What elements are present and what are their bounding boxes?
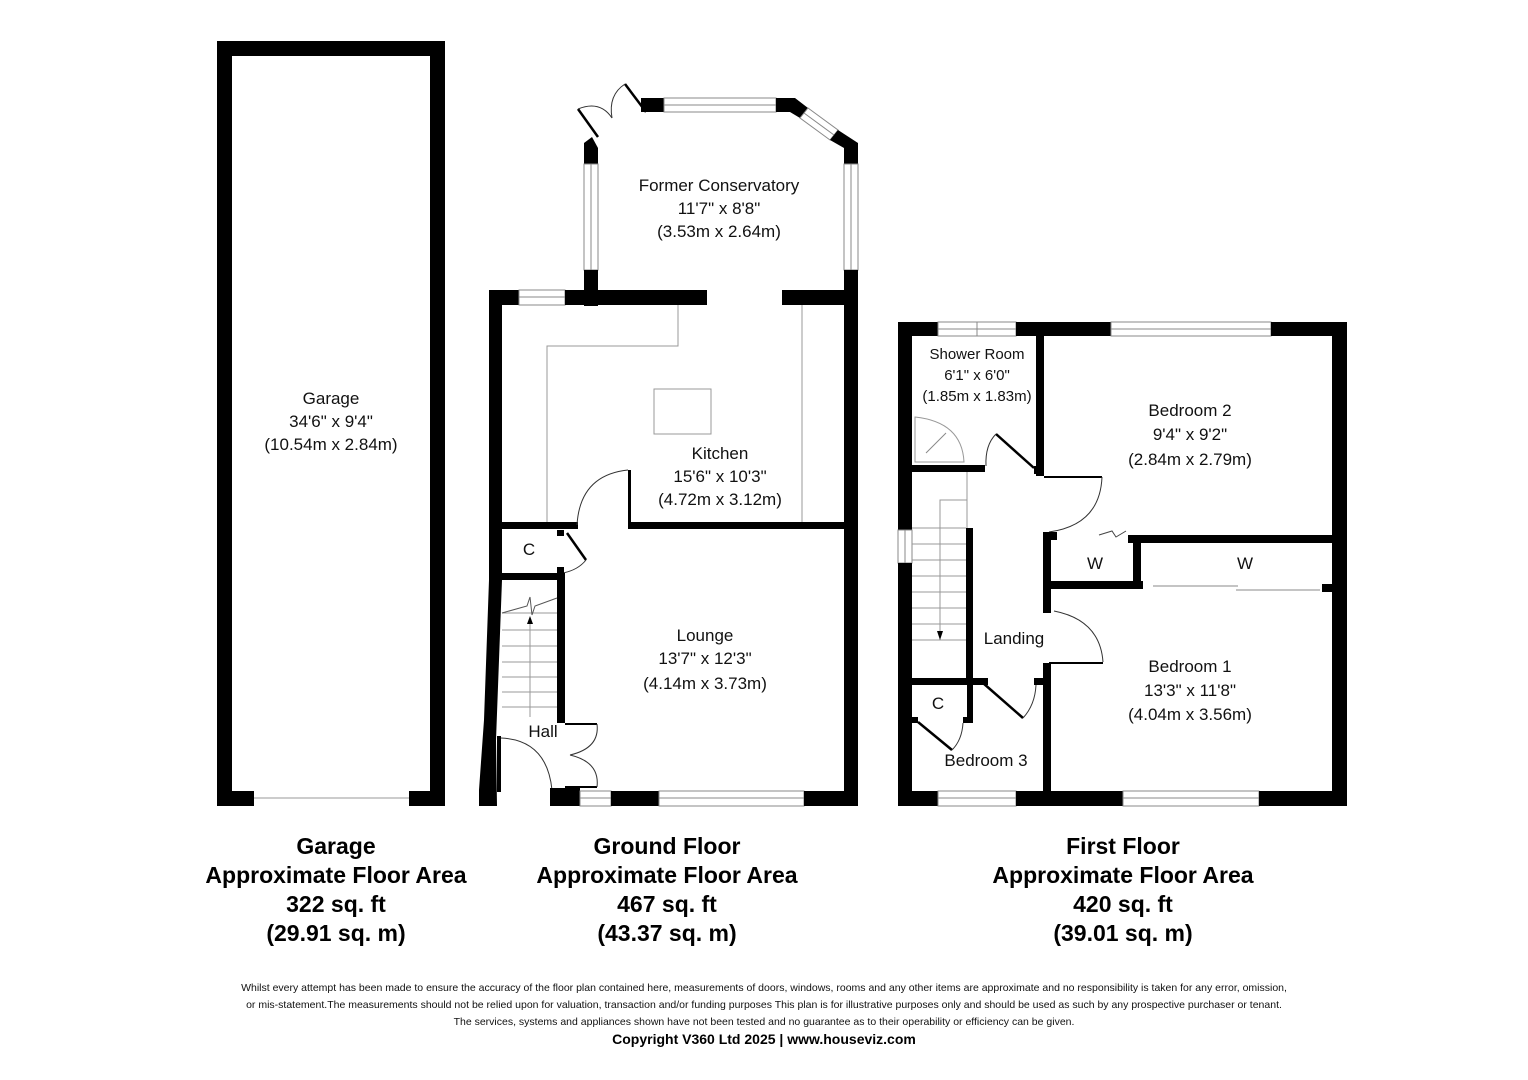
garage-plan: Garage 34'6" x 9'4" (10.54m x 2.84m) — [217, 41, 445, 806]
summary-sqm: (43.37 sq. m) — [597, 920, 737, 946]
first-floor-area-summary: First Floor Approximate Floor Area 420 s… — [963, 832, 1283, 948]
disclaimer-line-3: The services, systems and appliances sho… — [453, 1016, 1075, 1028]
room-label-landing: Landing — [984, 629, 1045, 648]
room-dim-metric-conservatory: (3.53m x 2.64m) — [657, 222, 781, 241]
summary-title: First Floor — [1066, 833, 1180, 859]
room-dim-imperial-bedroom-2: 9'4" x 9'2" — [1153, 425, 1227, 444]
room-label-cupboard-first-floor: C — [932, 694, 944, 713]
room-label-lounge: Lounge — [677, 626, 734, 645]
summary-title: Garage — [296, 833, 376, 859]
room-dim-imperial-bedroom-1: 13'3" x 11'8" — [1144, 681, 1236, 700]
summary-subtitle: Approximate Floor Area — [205, 862, 467, 888]
room-dim-metric-bedroom-2: (2.84m x 2.79m) — [1128, 450, 1252, 469]
summary-sqft: 322 sq. ft — [286, 891, 386, 917]
room-label-kitchen: Kitchen — [692, 444, 749, 463]
room-label-bedroom-3: Bedroom 3 — [944, 751, 1027, 770]
room-label-bedroom-1: Bedroom 1 — [1148, 657, 1231, 676]
summary-subtitle: Approximate Floor Area — [992, 862, 1254, 888]
summary-sqft: 420 sq. ft — [1073, 891, 1173, 917]
room-label-hall: Hall — [528, 722, 557, 741]
room-label-shower-room: Shower Room — [929, 346, 1024, 363]
room-dim-metric-garage: (10.54m x 2.84m) — [264, 435, 397, 454]
room-label-garage: Garage — [303, 389, 360, 408]
room-label-cupboard: C — [523, 540, 535, 559]
room-dim-metric-lounge: (4.14m x 3.73m) — [643, 674, 767, 693]
room-label-wardrobe-1: W — [1087, 554, 1103, 573]
disclaimer: Whilst every attempt has been made to en… — [0, 980, 1528, 1031]
room-dim-imperial-garage: 34'6" x 9'4" — [289, 412, 373, 431]
ground-floor-plan: Former Conservatory 11'7" x 8'8" (3.53m … — [479, 83, 859, 807]
room-label-bedroom-2: Bedroom 2 — [1148, 401, 1231, 420]
room-dim-metric-shower-room: (1.85m x 1.83m) — [922, 388, 1031, 405]
copyright: Copyright V360 Ltd 2025 | www.houseviz.c… — [612, 1031, 916, 1047]
summary-subtitle: Approximate Floor Area — [536, 862, 798, 888]
summary-sqft: 467 sq. ft — [617, 891, 717, 917]
ground-floor-area-summary: Ground Floor Approximate Floor Area 467 … — [507, 832, 827, 948]
room-dim-imperial-shower-room: 6'1" x 6'0" — [944, 367, 1010, 384]
room-label-wardrobe-2: W — [1237, 554, 1253, 573]
room-dim-metric-bedroom-1: (4.04m x 3.56m) — [1128, 705, 1252, 724]
room-dim-metric-kitchen: (4.72m x 3.12m) — [658, 490, 782, 509]
disclaimer-line-1: Whilst every attempt has been made to en… — [241, 982, 1287, 994]
room-dim-imperial-kitchen: 15'6" x 10'3" — [673, 467, 766, 486]
disclaimer-line-2: or mis-statement.The measurements should… — [246, 999, 1282, 1011]
room-dim-imperial-conservatory: 11'7" x 8'8" — [678, 199, 761, 218]
summary-title: Ground Floor — [593, 833, 741, 859]
garage-area-summary: Garage Approximate Floor Area 322 sq. ft… — [176, 832, 496, 948]
room-label-former-conservatory: Former Conservatory — [639, 176, 800, 195]
summary-sqm: (29.91 sq. m) — [266, 920, 406, 946]
summary-sqm: (39.01 sq. m) — [1053, 920, 1193, 946]
room-dim-imperial-lounge: 13'7" x 12'3" — [658, 649, 751, 668]
first-floor-plan: Shower Room 6'1" x 6'0" (1.85m x 1.83m) … — [897, 321, 1347, 807]
